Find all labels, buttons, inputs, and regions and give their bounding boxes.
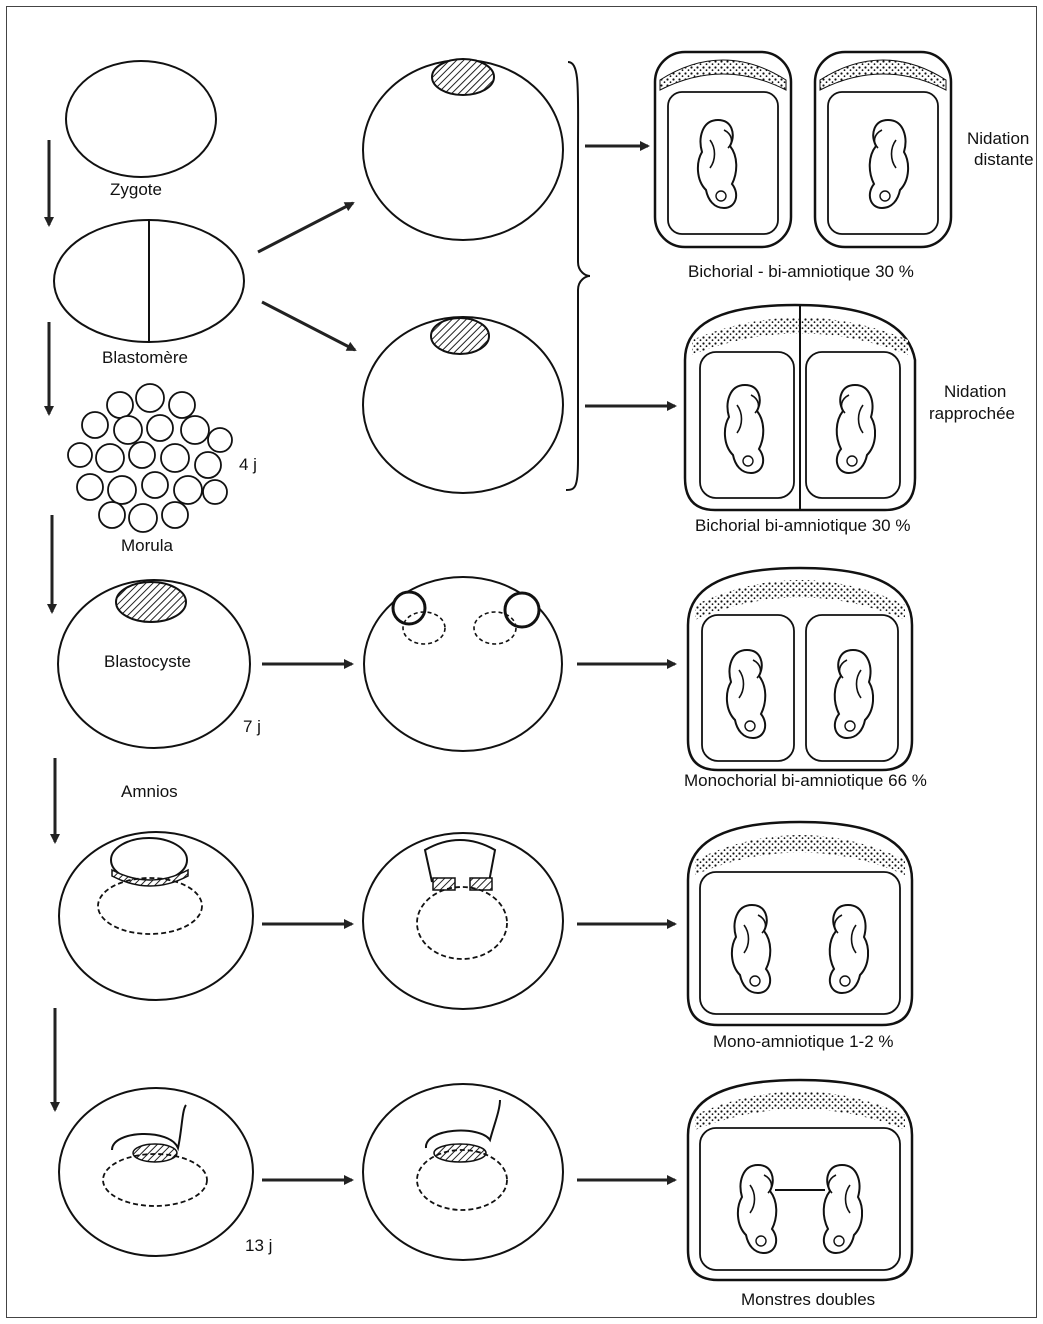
- embryo-stage-5-col1: [59, 1088, 253, 1256]
- label-nidation-rapprochee-2: rapprochée: [929, 404, 1015, 424]
- placenta-bichorial-distante: [655, 52, 951, 247]
- label-day-13: 13 j: [245, 1236, 272, 1256]
- placenta-mono-amniotique: [688, 822, 912, 1025]
- inner-cell-mass: [116, 582, 186, 622]
- label-blastocyste: Blastocyste: [104, 652, 191, 672]
- label-nidation-distante-1: Nidation: [967, 129, 1029, 149]
- label-blastomere: Blastomère: [102, 348, 188, 368]
- placenta-monochorial-biamniotique: [688, 568, 912, 770]
- morula-cluster: [68, 384, 232, 532]
- result-label-3: Monochorial bi-amniotique 66 %: [684, 771, 927, 791]
- result-label-4: Mono-amniotique 1-2 %: [713, 1032, 893, 1052]
- label-morula: Morula: [121, 536, 173, 556]
- label-nidation-distante-2: distante: [974, 150, 1034, 170]
- label-zygote: Zygote: [110, 180, 162, 200]
- label-day-4: 4 j: [239, 455, 257, 475]
- placenta-bichorial-rapprochee: [685, 305, 915, 510]
- placenta-monstres-doubles: [688, 1080, 912, 1280]
- label-nidation-rapprochee-1: Nidation: [944, 382, 1006, 402]
- label-day-7: 7 j: [243, 717, 261, 737]
- zygote-cell: [66, 61, 216, 177]
- result-label-1: Bichorial - bi-amniotique 30 %: [688, 262, 914, 282]
- result-label-5: Monstres doubles: [741, 1290, 875, 1310]
- label-amnios: Amnios: [121, 782, 178, 802]
- result-label-2: Bichorial bi-amniotique 30 %: [695, 516, 910, 536]
